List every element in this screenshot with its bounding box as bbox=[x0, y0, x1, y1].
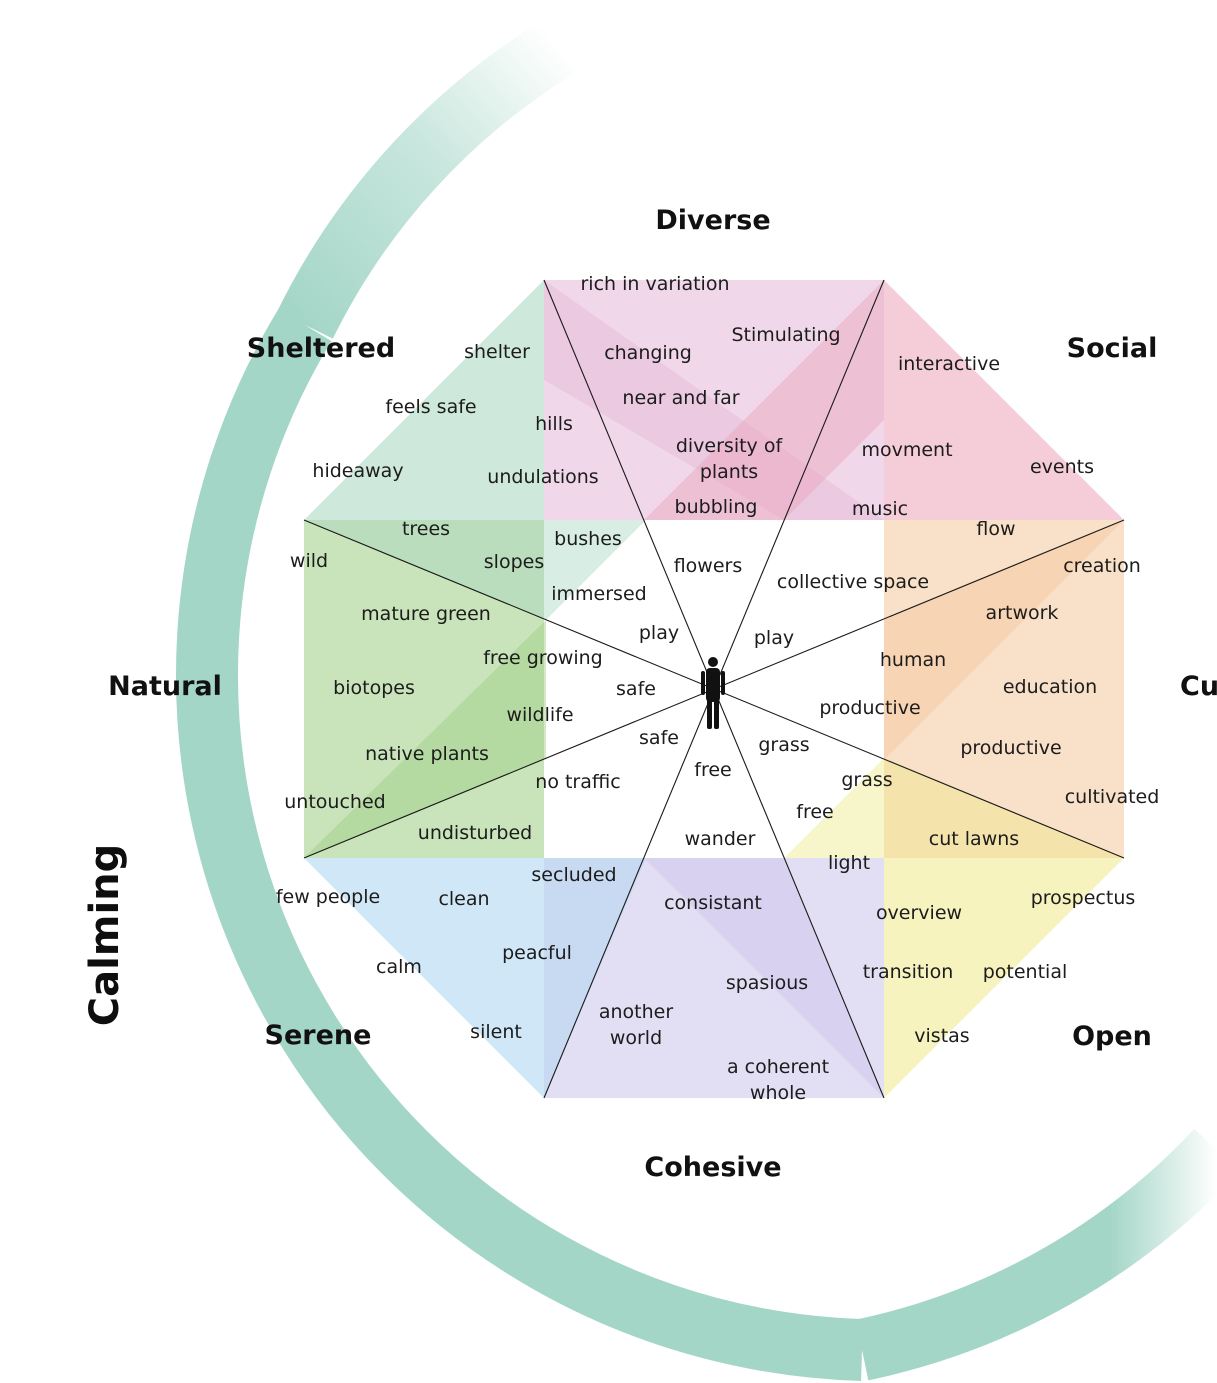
word-label: transition bbox=[863, 961, 954, 983]
word-label: wild bbox=[290, 550, 328, 572]
word-label: peacful bbox=[502, 942, 572, 964]
word-label: vistas bbox=[914, 1025, 969, 1047]
word-label: trees bbox=[402, 518, 450, 540]
word-label: flowers bbox=[674, 555, 743, 577]
word-label: grass bbox=[841, 769, 892, 791]
word-label: hills bbox=[535, 413, 573, 435]
word-label: silent bbox=[470, 1021, 522, 1043]
word-label: overview bbox=[876, 902, 962, 924]
word-label: rich in variation bbox=[581, 273, 730, 295]
word-label: Stimulating bbox=[731, 324, 840, 346]
word-label: changing bbox=[604, 342, 692, 364]
word-label: no traffic bbox=[535, 771, 620, 793]
band-cohesive bbox=[644, 858, 884, 1098]
word-label: music bbox=[852, 498, 908, 520]
word-label: movment bbox=[861, 439, 952, 461]
sector-open bbox=[884, 858, 1124, 1098]
dimension-diverse: Diverse bbox=[655, 205, 770, 236]
word-label: prospectus bbox=[1031, 887, 1136, 909]
word-label: play bbox=[639, 622, 679, 644]
word-label: undulations bbox=[487, 466, 598, 488]
word-label: spasious bbox=[726, 972, 808, 994]
word-label: bubbling bbox=[675, 496, 758, 518]
dimension-serene: Serene bbox=[265, 1020, 372, 1051]
person-icon bbox=[701, 657, 725, 729]
dimension-labels: Diverse Social Cu Open Cohesive Serene N… bbox=[108, 205, 1217, 1183]
calming-arc-main bbox=[176, 308, 863, 1381]
sector-cohesive bbox=[544, 858, 884, 1098]
sector-social bbox=[784, 280, 1124, 520]
calming-arc-bottom-fade bbox=[855, 1128, 1217, 1381]
sector-cultural bbox=[884, 520, 1124, 858]
calming-arc: Calming bbox=[82, 19, 1217, 1381]
word-label: native plants bbox=[365, 743, 489, 765]
word-label: clean bbox=[438, 888, 489, 910]
word-label: creation bbox=[1063, 555, 1141, 577]
calming-label: Calming bbox=[82, 844, 128, 1027]
sector-serene bbox=[304, 858, 544, 1098]
word-label: wander bbox=[685, 828, 756, 850]
word-label: mature green bbox=[361, 603, 491, 625]
word-label: near and far bbox=[622, 387, 739, 409]
word-label: immersed bbox=[551, 583, 646, 605]
word-label: grass bbox=[758, 734, 809, 756]
word-label: bushes bbox=[554, 528, 622, 550]
band-cultural bbox=[884, 520, 1124, 760]
calming-arc-top-fade bbox=[277, 19, 577, 339]
dimension-cultural: Cu bbox=[1180, 671, 1217, 702]
word-label: cut lawns bbox=[929, 828, 1019, 850]
word-label: potential bbox=[983, 961, 1068, 983]
word-label: undisturbed bbox=[418, 822, 532, 844]
word-label: untouched bbox=[284, 791, 385, 813]
word-label: events bbox=[1030, 456, 1094, 478]
octagon-sectors bbox=[304, 280, 1124, 1098]
word-label: productive bbox=[819, 697, 920, 719]
word-label: slopes bbox=[484, 551, 544, 573]
dimension-social: Social bbox=[1067, 333, 1158, 364]
word-label: light bbox=[828, 852, 870, 874]
word-label: safe bbox=[639, 727, 679, 749]
sector-sheltered bbox=[304, 280, 544, 520]
word-label: few people bbox=[276, 886, 380, 908]
word-label: safe bbox=[616, 678, 656, 700]
dimension-open: Open bbox=[1072, 1021, 1152, 1052]
word-label: feels safe bbox=[385, 396, 476, 418]
word-label: collective space bbox=[777, 571, 929, 593]
band-sheltered bbox=[304, 520, 646, 620]
word-label: calm bbox=[376, 956, 422, 978]
word-label: flow bbox=[976, 518, 1015, 540]
band-social bbox=[644, 280, 884, 520]
word-label: free growing bbox=[483, 647, 603, 669]
band-diverse bbox=[544, 280, 884, 520]
word-label: secluded bbox=[531, 864, 616, 886]
word-label: shelter bbox=[464, 341, 530, 363]
word-label: interactive bbox=[898, 353, 1000, 375]
word-label: productive bbox=[960, 737, 1061, 759]
word-label: play bbox=[754, 627, 794, 649]
word-label: free bbox=[796, 801, 833, 823]
dimension-natural: Natural bbox=[108, 671, 222, 702]
word-label: cultivated bbox=[1065, 786, 1160, 808]
word-label: human bbox=[880, 649, 946, 671]
word-label: hideaway bbox=[312, 460, 403, 482]
word-label: education bbox=[1003, 676, 1097, 698]
word-label: artwork bbox=[986, 602, 1059, 624]
word-label: free bbox=[694, 759, 731, 781]
word-label: biotopes bbox=[333, 677, 415, 699]
sector-diverse bbox=[544, 280, 884, 520]
dimension-cohesive: Cohesive bbox=[644, 1152, 781, 1183]
word-label: wildlife bbox=[506, 704, 573, 726]
sector-natural bbox=[304, 520, 544, 858]
band-natural bbox=[304, 620, 546, 858]
dimension-sheltered: Sheltered bbox=[247, 333, 395, 364]
band-open bbox=[784, 758, 1124, 858]
word-label: consistant bbox=[664, 892, 762, 914]
